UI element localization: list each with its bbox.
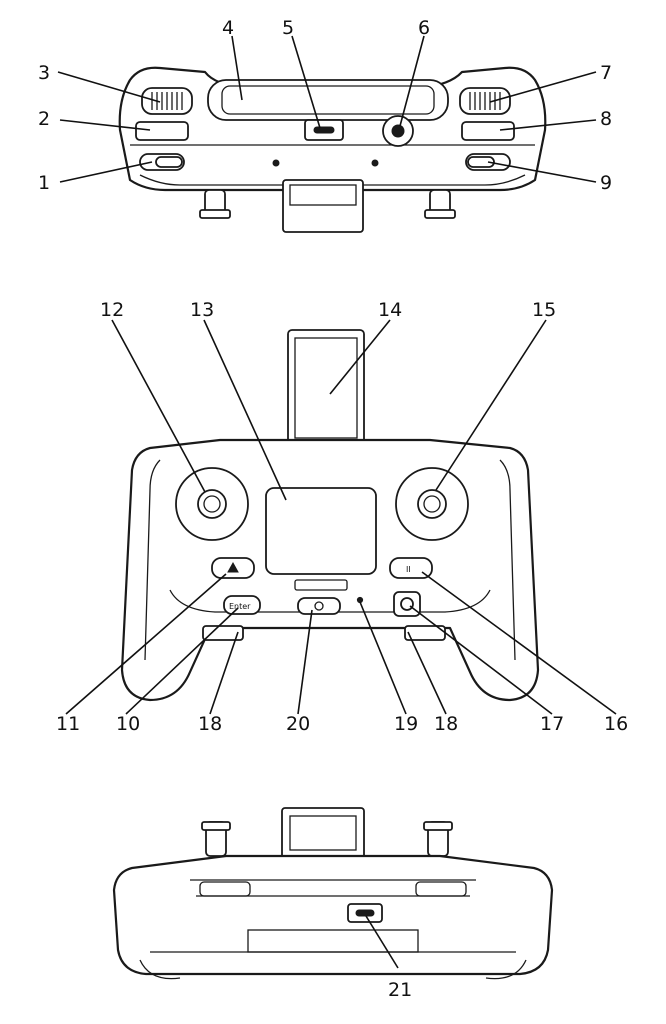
callout-5: 5 [282,17,294,39]
pause-button-label: II [406,565,411,574]
callout-13: 13 [190,299,214,321]
callout-18-left: 18 [198,713,222,735]
callout-21: 21 [388,979,412,1001]
enter-button-label: Enter [229,602,251,611]
callout-17: 17 [540,713,564,735]
callout-2: 2 [38,108,50,130]
callout-16: 16 [604,713,628,735]
callout-10: 10 [116,713,140,735]
front-view: II Enter 12 13 14 15 11 10 18 [56,299,628,735]
bottom-view: 21 [112,807,554,1001]
top-view: 1 2 3 4 5 6 7 8 9 [38,17,612,233]
callout-20: 20 [286,713,310,735]
callout-14: 14 [378,299,402,321]
callout-15: 15 [532,299,556,321]
callout-11: 11 [56,713,80,735]
callout-3: 3 [38,62,50,84]
callout-7: 7 [600,62,612,84]
callout-19: 19 [394,713,418,735]
callout-12: 12 [100,299,124,321]
callout-6: 6 [418,17,430,39]
callout-8: 8 [600,108,612,130]
callout-1: 1 [38,172,50,194]
callout-4: 4 [222,17,234,39]
callout-9: 9 [600,172,612,194]
callout-18-right: 18 [434,713,458,735]
